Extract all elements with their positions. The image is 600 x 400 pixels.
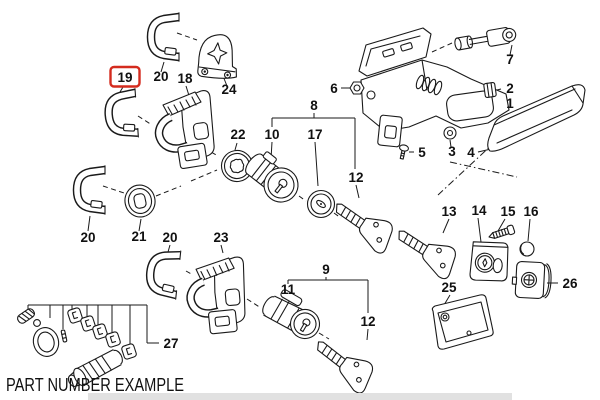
kit-grommet <box>32 327 60 357</box>
part-14-lock-housing <box>469 241 509 282</box>
kit-ball <box>33 319 41 327</box>
part-21-ring <box>124 184 156 218</box>
callout-7[interactable]: 7 <box>506 52 514 67</box>
callout-20-mid[interactable]: 20 <box>80 230 95 245</box>
kit-lock-cylinder <box>67 349 123 387</box>
part-5-screw <box>399 144 409 160</box>
callout-17[interactable]: 17 <box>307 127 322 142</box>
callout-21[interactable]: 21 <box>131 229 147 244</box>
callout-14[interactable]: 14 <box>471 203 487 218</box>
part-19-clip-highlighted <box>107 89 138 139</box>
callout-15[interactable]: 15 <box>500 204 516 219</box>
kit-spring <box>17 308 35 324</box>
part-10-lock-cylinder <box>245 151 299 203</box>
callout-1[interactable]: 1 <box>506 96 514 111</box>
callout-24[interactable]: 24 <box>221 82 237 97</box>
part-17-grommet <box>306 189 336 219</box>
callout-9[interactable]: 9 <box>322 262 330 277</box>
part-16-cap <box>519 241 535 257</box>
part-4-door-handle <box>487 84 586 152</box>
part-24-bracket <box>197 34 237 79</box>
part-25-cover-plate <box>431 294 494 350</box>
callout-23[interactable]: 23 <box>213 230 229 245</box>
callout-26[interactable]: 26 <box>562 276 578 291</box>
kit-wafer <box>120 342 138 361</box>
part-18-hook-bracket <box>159 91 214 169</box>
highlight-box-19 <box>109 65 141 88</box>
leader-lines <box>27 44 558 344</box>
callout-12-lower[interactable]: 12 <box>360 314 375 329</box>
kit-pin <box>60 329 68 343</box>
callout-20-top[interactable]: 20 <box>153 69 168 84</box>
callout-27[interactable]: 27 <box>163 336 178 351</box>
bracket-9-line <box>287 277 369 313</box>
part-7-hinge-pin <box>454 27 517 51</box>
callout-6[interactable]: 6 <box>330 81 338 96</box>
part-20-clip-top <box>151 13 179 61</box>
callout-19[interactable]: 19 <box>117 70 132 85</box>
callout-18[interactable]: 18 <box>177 71 193 86</box>
part-1-carrier-plate <box>358 27 510 148</box>
part-6-nut <box>349 81 365 95</box>
part-23-hook-bracket <box>189 255 248 336</box>
part-12-key-lower <box>307 330 380 396</box>
callout-20-lower[interactable]: 20 <box>162 230 177 245</box>
callout-2[interactable]: 2 <box>506 81 514 96</box>
horizontal-scrollbar[interactable] <box>88 393 512 400</box>
callout-8[interactable]: 8 <box>310 98 318 113</box>
callout-25[interactable]: 25 <box>441 280 457 295</box>
part-22-ring <box>220 149 254 183</box>
plate-spring <box>415 74 443 96</box>
bracket-27-line <box>27 304 159 344</box>
callout-22[interactable]: 22 <box>230 127 245 142</box>
bracket-8-line <box>271 113 356 169</box>
callout-16[interactable]: 16 <box>523 204 539 219</box>
part-2-clip <box>483 82 497 98</box>
callout-labels: 19 20 18 24 6 7 2 1 8 22 10 17 5 3 4 12 … <box>80 52 578 351</box>
part-20-clip-lower <box>148 248 181 299</box>
part-3-nut <box>443 126 457 140</box>
part-12-key-upper <box>326 192 400 256</box>
callout-4[interactable]: 4 <box>467 145 475 160</box>
callout-13[interactable]: 13 <box>441 204 457 219</box>
part-15-screw <box>488 224 516 239</box>
callout-5[interactable]: 5 <box>418 145 426 160</box>
callout-11[interactable]: 11 <box>281 282 296 297</box>
part-27-repair-kit <box>17 306 138 387</box>
callout-3[interactable]: 3 <box>448 144 456 159</box>
part-13-key <box>389 219 463 282</box>
callout-10[interactable]: 10 <box>264 127 279 142</box>
caption-part-number-example: PART NUMBER EXAMPLE <box>6 375 184 395</box>
part-20-clip-mid <box>77 166 105 214</box>
callout-12-upper[interactable]: 12 <box>348 170 363 185</box>
part-11-lock-cylinder <box>262 289 321 340</box>
part-26-lock-body <box>511 260 552 300</box>
